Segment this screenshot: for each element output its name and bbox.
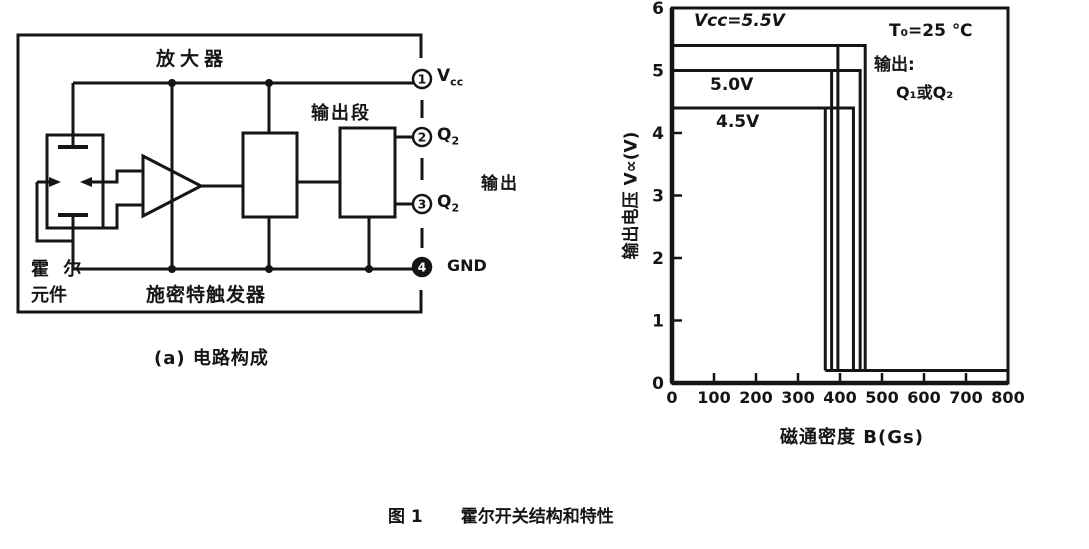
amplifier-triangle [141, 153, 205, 219]
x-tick-label: 0 [666, 388, 677, 407]
output-stage-label: 输出段 [311, 103, 371, 124]
terminal-3-name: Q2 [437, 192, 460, 215]
x-tick-label: 300 [781, 388, 814, 407]
circuit-diagram: 1 2 3 4 放大器 输出段 施密特触发器 霍 尔 元件 输出 Vcc Q2 … [0, 0, 600, 400]
terminal-1-name: Vcc [437, 66, 464, 89]
x-tick-label: 800 [991, 388, 1024, 407]
schmitt-trigger-label: 施密特触发器 [146, 284, 267, 306]
right-arrowhead-icon [80, 177, 92, 187]
circuit-svg: 1 2 3 4 [16, 33, 433, 314]
amp-upper-input-wire [103, 169, 143, 184]
characteristic-chart: 0 100 200 300 400 500 600 700 800 0 1 2 3 4 5 6 Vcc=5.5… [600, 0, 1089, 480]
plot-svg: 0 100 200 300 400 500 600 700 800 0 1 2 3 4 5 6 [652, 0, 1025, 407]
annotation-output: 输出: [874, 55, 915, 75]
curve-Vcc=5.0V [672, 69, 862, 371]
x-tick-label: 700 [949, 388, 982, 407]
terminal-4-name: GND [447, 256, 487, 275]
x-tick-label: 200 [739, 388, 772, 407]
annotation-4v5: 4.5V [716, 112, 760, 132]
annotation-5v0: 5.0V [710, 75, 754, 95]
plot-frame [670, 6, 1010, 385]
y-tick-label: 6 [652, 0, 664, 19]
x-tick-label: 400 [823, 388, 856, 407]
x-tick-label: 500 [865, 388, 898, 407]
y-axis-title: 输出电压 V∝(V) [621, 131, 642, 260]
terminal-3-number: 3 [418, 197, 427, 212]
terminal-3-circle [411, 193, 433, 215]
y-tick-label: 0 [652, 374, 664, 394]
left-arrowhead-icon [49, 177, 61, 187]
curve-Vcc=4.5V [672, 106, 855, 371]
x-tick-label: 100 [697, 388, 730, 407]
terminal-2-number: 2 [418, 130, 427, 145]
figure-number: 图 1 [388, 507, 423, 527]
x-tick-label: 600 [907, 388, 940, 407]
annotation-temperature: T₀=25 ℃ [889, 21, 973, 41]
figure-title: 霍尔开关结构和特性 [460, 507, 614, 527]
package-outline [16, 33, 423, 314]
terminal-4-number: 4 [418, 260, 427, 275]
output-stage-block [338, 126, 397, 219]
hall-element-label-line2: 元件 [31, 285, 67, 306]
y-tick-label: 4 [652, 124, 664, 144]
terminal-2-circle [411, 126, 433, 148]
hall-left-loop-wire [35, 182, 73, 243]
curve-Vcc=5.5V [672, 44, 867, 371]
annotation-vcc-5v5: Vcc=5.5V [694, 11, 785, 31]
circuit-caption: (a) 电路构成 [154, 348, 269, 369]
output-pins-label: 输出 [481, 174, 519, 194]
x-axis-title: 磁通密度 B(Gs) [780, 427, 924, 448]
amplifier-label: 放大器 [156, 48, 229, 70]
y-tick-label: 3 [652, 187, 664, 207]
terminal-2-name: Q2 [437, 125, 460, 148]
terminal-4-circle [411, 256, 433, 278]
hall-element-label-line1: 霍 尔 [31, 259, 86, 280]
schmitt-block [241, 131, 299, 219]
terminal-1-number: 1 [418, 72, 427, 87]
y-tick-label: 1 [652, 312, 664, 332]
terminal-1-circle [411, 68, 433, 90]
amp-lower-input-wire [103, 203, 143, 230]
annotation-q1-or-q2: Q₁或Q₂ [896, 83, 954, 102]
y-tick-label: 5 [652, 62, 664, 82]
junction-dots [168, 79, 373, 273]
y-tick-label: 2 [652, 249, 664, 269]
figure-caption: 图 1 霍尔开关结构和特性 [388, 502, 614, 527]
